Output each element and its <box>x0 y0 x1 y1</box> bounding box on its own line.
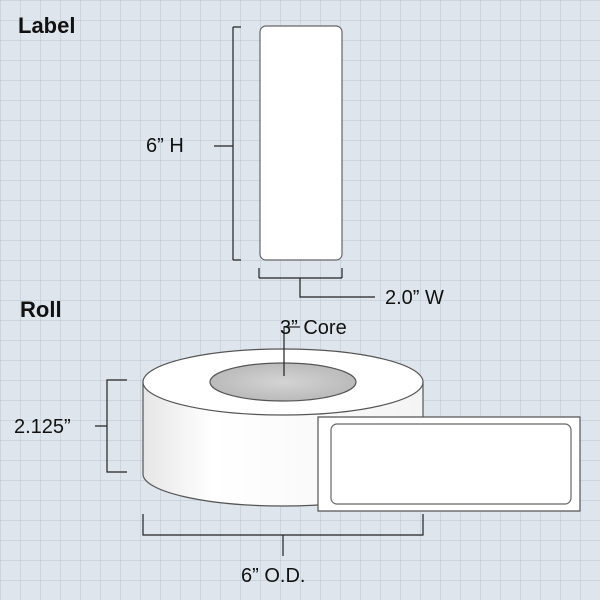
core-size-text: 3” Core <box>280 317 347 339</box>
label-shape <box>259 25 343 261</box>
strip-label-shape <box>330 423 572 505</box>
roll-core <box>209 362 357 402</box>
label-heading: Label <box>18 13 75 38</box>
roll-width-dimension-line <box>95 379 127 473</box>
roll-width-text: 2.125” <box>14 416 71 438</box>
outer-diameter-dimension-line <box>142 514 424 556</box>
label-width-text: 2.0” W <box>385 287 444 309</box>
label-height-text: 6” H <box>146 135 184 157</box>
outer-diameter-text: 6” O.D. <box>241 565 305 587</box>
roll-heading: Roll <box>20 297 62 322</box>
height-dimension-line <box>214 26 241 261</box>
core-dimension-line <box>283 326 300 376</box>
width-dimension-line <box>258 268 375 298</box>
